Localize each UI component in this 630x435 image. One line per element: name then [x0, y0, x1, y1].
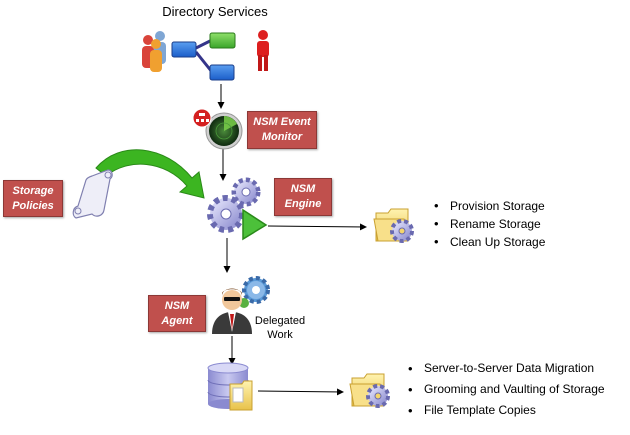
engine-action-item: Rename Storage [432, 215, 545, 233]
label-line: Agent [161, 314, 193, 327]
agent-person-icon [212, 276, 270, 334]
label-line: NSM [290, 183, 316, 195]
label-nsm-engine: NSM Engine [274, 178, 332, 216]
engine-action-item: Provision Storage [432, 197, 545, 215]
users-group-icon [142, 31, 166, 72]
label-line: Engine [284, 198, 322, 210]
agent-action-item: File Template Copies [406, 400, 605, 421]
label-line: Storage [12, 184, 54, 197]
radar-icon [192, 108, 243, 150]
label-line: Policies [12, 199, 54, 212]
label-line: NSM [164, 299, 190, 312]
arrow-storage-to-actions [257, 388, 344, 396]
org-chart-icon [171, 32, 236, 81]
green-curved-arrow [95, 149, 205, 199]
directory-services-title: Directory Services [162, 4, 268, 19]
connector-lines [217, 84, 367, 396]
label-line: NSM Event [253, 116, 311, 128]
agent-actions-list: Server-to-Server Data Migration Grooming… [406, 358, 605, 421]
delegated-work-caption: Delegated Work [252, 314, 308, 342]
caption-line: Delegated [254, 315, 306, 327]
scroll-icon [72, 169, 113, 219]
arrow-engine-to-actions [267, 223, 367, 231]
agent-action-item: Grooming and Vaulting of Storage [406, 379, 605, 400]
agent-action-item: Server-to-Server Data Migration [406, 358, 605, 379]
engine-action-item: Clean Up Storage [432, 233, 545, 251]
label-line: Monitor [261, 131, 303, 143]
engine-actions-list: Provision Storage Rename Storage Clean U… [432, 197, 545, 251]
database-folder-icon [207, 362, 253, 411]
label-nsm-agent: NSM Agent [148, 295, 206, 332]
folder-gear-icon [349, 373, 390, 408]
caption-line: Work [267, 329, 293, 341]
gears-play-icon [207, 177, 268, 241]
folder-gear-icon [373, 208, 414, 243]
user-icon [257, 30, 269, 71]
